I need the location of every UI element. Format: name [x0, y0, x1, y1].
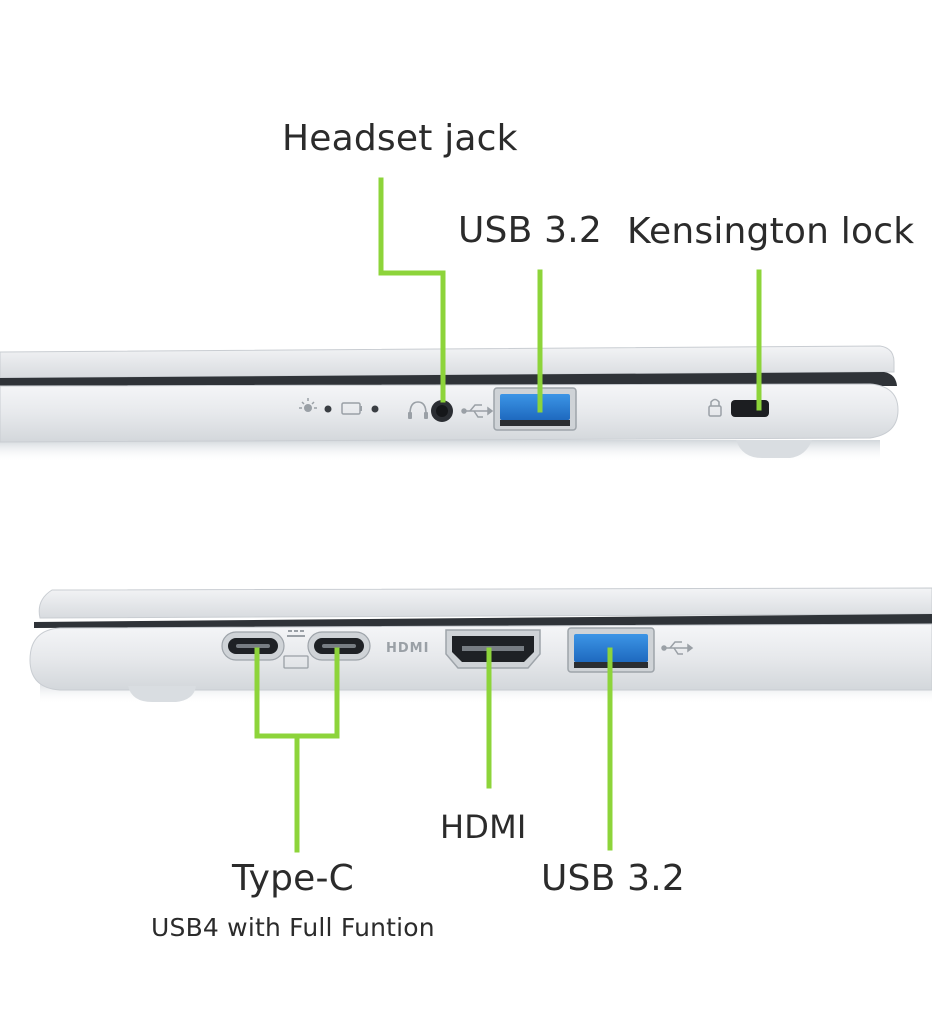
hdmi-label: HDMI — [440, 808, 527, 846]
laptop-right-side — [0, 345, 899, 462]
type-c-subtitle: USB4 with Full Funtion — [151, 913, 435, 942]
led-indicators — [299, 398, 379, 415]
type-c-port-2 — [307, 631, 371, 661]
callout-lines — [254, 177, 762, 853]
type-c-port-1 — [221, 631, 285, 661]
usb-symbol-icon — [461, 404, 494, 418]
kensington-lock-slot — [731, 400, 769, 417]
headset-jack-port — [431, 400, 453, 422]
lock-icon — [708, 398, 722, 417]
hdmi-port — [445, 629, 541, 669]
usb-top-label: USB 3.2 — [458, 210, 602, 251]
hdmi-marking: HDMI — [386, 641, 429, 656]
headset-jack-label: Headset jack — [282, 118, 518, 159]
headset-icon — [408, 401, 428, 419]
type-c-label: Type-C — [232, 858, 355, 899]
usb-symbol-icon — [661, 641, 694, 655]
usb-a-port-right — [493, 387, 577, 431]
laptop-left-side: HDMI — [29, 587, 932, 704]
headset-jack-callout-line — [378, 177, 446, 403]
usb-bottom-label: USB 3.2 — [541, 858, 685, 899]
kensington-lock-label: Kensington lock — [627, 211, 915, 252]
thunderbolt-icon — [283, 630, 309, 669]
